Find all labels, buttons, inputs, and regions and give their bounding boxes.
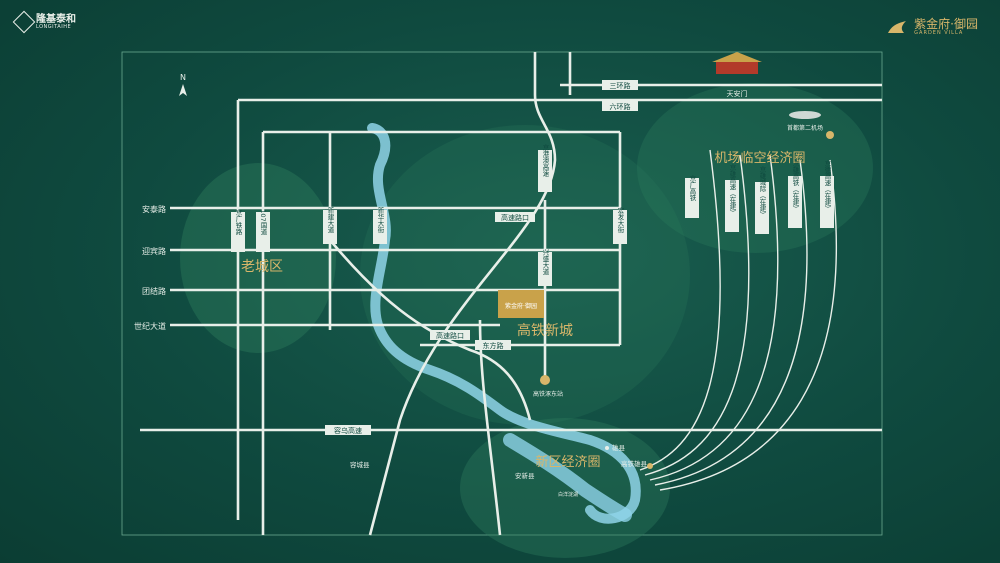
- xiongxian-station-icon: [647, 463, 653, 469]
- gaotie-exit2-label: 高速路口: [501, 213, 529, 222]
- jingde-hwy-label-bg: [820, 176, 834, 228]
- xingsheng-label: 兴盛大道: [541, 248, 549, 276]
- tuanjie-name: 团结路: [142, 286, 166, 296]
- project-name-cn: 紫金府·御园: [914, 17, 978, 31]
- jinggang-label-bg: [538, 150, 552, 192]
- rail-curves: [639, 149, 838, 491]
- jingde-hwy-line: [659, 159, 838, 491]
- project-logo: 紫金府·御园 GARDEN VILLA: [886, 17, 978, 37]
- yingbin-name: 迎宾路: [142, 246, 166, 256]
- gaotie-exit2-label-bg: [495, 212, 535, 222]
- jinggang-label: 京港澳高速: [541, 142, 549, 177]
- new-area-zone-label: 新区经济圈: [535, 454, 600, 470]
- baiyangdian-label: 白洋淀湖: [558, 491, 578, 498]
- anxin-label: 安新县: [515, 471, 535, 480]
- guangzhou-label: 京广铁路: [234, 208, 242, 237]
- compass: N: [179, 73, 187, 96]
- old-city-zone: [180, 163, 336, 353]
- xinhua-road: [329, 239, 532, 421]
- guangzhou-label-bg: [231, 212, 245, 252]
- airport-zone-label: 机场临空经济圈: [714, 151, 805, 166]
- map-border: [121, 51, 883, 536]
- road107-label: 107国道: [259, 209, 267, 236]
- airport-icon: [789, 111, 834, 139]
- jingxiong-rail-label-bg: [788, 176, 802, 228]
- jingguang-rail-label-bg: [685, 178, 699, 218]
- station-icon: [540, 375, 550, 385]
- jingguang-rail-line: [639, 149, 721, 471]
- sanhuan-label-bg: [602, 80, 638, 90]
- airport-label: 首都第二机场: [787, 124, 823, 132]
- jingxiong-intercity-line: [649, 154, 779, 481]
- xinhua-label-bg: [373, 210, 387, 244]
- liuhuan-label: 六环路: [610, 102, 631, 111]
- project-marker: [498, 290, 544, 318]
- xinhua-label: 新华大街: [376, 206, 384, 235]
- liuhuan-label-bg: [602, 101, 638, 111]
- jingguang-rail-label: 京广高铁: [688, 174, 696, 203]
- horse-logo-icon: [888, 21, 907, 34]
- xiongxian-label: 雄县: [612, 443, 626, 452]
- xiongxian-station-label: 高铁雄县: [621, 459, 648, 468]
- developer-logo: 隆基泰和 LONGITAIHE: [12, 10, 76, 34]
- jingxiong-hwy-label: 京雄高速（在建）: [728, 163, 736, 216]
- baiyangdian-lake: [503, 433, 632, 522]
- tiananmen-label: 天安门: [727, 89, 748, 98]
- road107-label-bg: [256, 212, 270, 252]
- old-city-label: 老城区: [241, 259, 283, 275]
- jingxiong-rail-label: 京雄高铁（在建）: [791, 159, 799, 212]
- tiananmen-icon: [712, 52, 762, 74]
- gaotie-exit-label-bg: [430, 330, 470, 340]
- jingwu-label: 容乌高速: [334, 426, 362, 435]
- jingwu-label-bg: [325, 425, 371, 435]
- dongfang-label-bg: [475, 340, 511, 350]
- dongfang-label: 东方路: [483, 341, 504, 350]
- high-speed-city-zone: [360, 125, 690, 425]
- antai-name: 安泰路: [142, 204, 166, 214]
- xinjian-label: 新建大道: [326, 206, 334, 235]
- station-label: 高铁涿东站: [533, 390, 563, 398]
- rongcheng-label: 容城县: [350, 460, 370, 469]
- xingsheng-label-bg: [538, 252, 552, 286]
- jingxiong-hwy-label-bg: [725, 180, 739, 232]
- compass-label: N: [180, 73, 186, 82]
- nanjing-rail-label-bg: [755, 182, 769, 234]
- jingxiong-hwy-line: [644, 154, 750, 476]
- hongxing-label-bg: [613, 210, 627, 244]
- jingxiong-highspeed-line: [654, 159, 808, 486]
- gaotie-exit-label: 高速路口: [436, 331, 464, 340]
- project-name-en: GARDEN VILLA: [914, 30, 964, 37]
- project-marker-label: 紫金府·御园: [505, 302, 537, 310]
- jinggang-hwy: [368, 52, 557, 536]
- sanhuan-label: 三环路: [610, 81, 631, 90]
- jingde-hwy-label: 京德高速（在建）: [823, 159, 831, 212]
- river: [367, 123, 641, 524]
- hongxing-label: 宏发大街: [616, 206, 624, 235]
- xinjian-label-bg: [323, 210, 337, 244]
- shiji-name: 世纪大道: [134, 321, 166, 331]
- nanjing-rail-label: 京雄城际（在建）: [758, 165, 766, 218]
- xiongxian-dot: [605, 446, 609, 450]
- developer-name-en: LONGITAIHE: [36, 23, 72, 30]
- high-speed-city-label: 高铁新城: [517, 322, 573, 339]
- north-arrow-icon: [179, 84, 187, 96]
- developer-name-cn: 隆基泰和: [36, 13, 76, 25]
